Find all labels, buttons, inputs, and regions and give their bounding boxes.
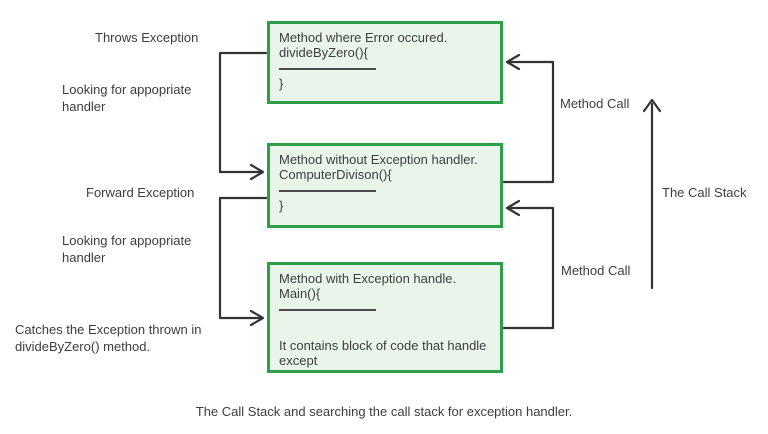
box-body-rule: [279, 68, 376, 70]
box-body-note: It contains block of code that handle ex…: [279, 338, 487, 368]
throws-exception-arrow: [218, 51, 268, 181]
arrowhead-left-icon: [505, 199, 521, 217]
box-signature: ComputerDivison(){: [279, 167, 392, 182]
call-stack-direction-arrow: [642, 98, 662, 290]
forward-exception-label: Forward Exception: [86, 185, 195, 200]
call-stack-label: The Call Stack: [662, 185, 747, 200]
method-call-label-top: Method Call: [560, 96, 630, 111]
method-call-bottom-arrow: [502, 199, 555, 330]
arrowhead-right-icon: [249, 163, 265, 181]
arrowhead-right-icon: [249, 309, 265, 327]
method-box-dividebyzero: Method where Error occured. divideByZero…: [267, 21, 503, 104]
arrowhead-up-icon: [642, 98, 662, 113]
box-close-brace: }: [279, 198, 284, 213]
throws-exception-label: Throws Exception: [95, 30, 199, 45]
diagram-caption: The Call Stack and searching the call st…: [195, 404, 573, 419]
forward-exception-arrow: [218, 196, 268, 327]
method-call-label-bottom: Method Call: [561, 263, 631, 278]
box-title: Method with Exception handle.: [279, 271, 457, 286]
box-close-brace: }: [279, 76, 284, 91]
box-signature: Main(){: [279, 286, 321, 301]
arrowhead-left-icon: [505, 53, 521, 71]
method-box-computerdivison: Method without Exception handler. Comput…: [267, 143, 503, 228]
looking-for-handler-label-bottom: Looking for appopriate handler: [62, 233, 192, 265]
looking-for-handler-label-top: Looking for appopriate handler: [62, 82, 192, 114]
box-signature: divideByZero(){: [279, 45, 368, 60]
box-title: Method without Exception handler.: [279, 152, 478, 167]
box-title: Method where Error occured.: [279, 30, 448, 45]
method-call-top-arrow: [502, 53, 555, 184]
catches-exception-label: Catches the Exception thrown in divideBy…: [15, 322, 202, 354]
box-body-rule: [279, 190, 376, 192]
method-box-main: Method with Exception handle. Main(){ It…: [267, 262, 503, 373]
box-body-rule: [279, 309, 376, 311]
